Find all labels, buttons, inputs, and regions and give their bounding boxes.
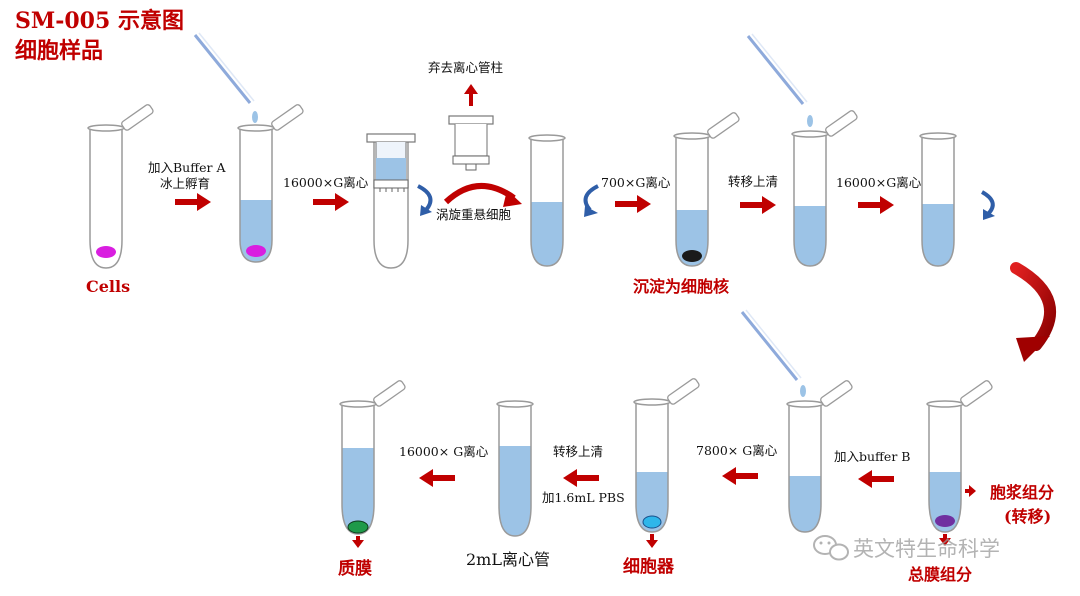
invert-arrow-2 [583,184,599,212]
organelle-pellet [642,515,662,529]
membrane-pellet [935,515,955,527]
vortex-curve-arrow [443,183,516,205]
tube-buffer-b [786,380,853,533]
arrow-step-6 [858,470,894,488]
arrow-up-discard [464,84,478,106]
drop-1 [252,111,258,123]
arrow-membrane-down [939,534,951,546]
step-spin-16000-second: 16000×G离心 [836,175,922,190]
title-line2: 细胞样品 [15,38,103,64]
arrow-step-2 [313,193,349,211]
label-plasma-membrane: 质膜 [338,558,372,579]
arrow-cytoplasm-out [965,485,976,497]
arrow-step-3 [615,195,651,213]
step-spin-700: 700×G离心 [601,175,671,190]
tube-nuclei [673,112,740,267]
arrow-step-4 [740,196,776,214]
arrow-step-8 [563,469,599,487]
tube-resuspended [528,134,566,267]
step-transfer-supernatant-1: 转移上清 [728,174,778,189]
title-line1: SM-005 示意图 [15,8,184,34]
arrow-step-1 [175,193,211,211]
invert-arrow-3 [980,190,995,216]
discarded-column [448,115,494,171]
tube-buffer-a [237,104,304,263]
drop-3 [800,385,806,397]
label-cytoplasm-fraction: 胞浆组分 [989,483,1054,502]
arrow-plasma-down [352,536,364,548]
label-total-membrane: 总膜组分 [908,565,972,584]
label-cytoplasm-transfer: (转移) [1004,507,1051,526]
tube-spin-column [366,133,416,269]
label-tube-2ml: 2mL离心管 [466,550,550,569]
drop-2 [807,115,813,127]
pipette-1 [193,31,256,105]
arrow-step-7 [722,467,758,485]
tube-cells [87,104,154,269]
step-vortex-resuspend: 涡旋重悬细胞 [436,207,512,222]
step-add-buffer-b: 加入buffer B [834,449,910,464]
step-spin-16000-first: 16000×G离心 [283,175,369,190]
step-discard-column: 弃去离心管柱 [428,60,503,75]
row-connector-arrow [1010,262,1057,351]
step-spin-7800: 7800× G离心 [696,443,778,458]
nuclei-pellet [682,250,702,262]
arrow-step-9 [419,469,455,487]
label-organelles: 细胞器 [623,556,675,577]
tube-spun [919,132,957,267]
step-transfer-supernatant-2: 转移上清 [553,444,603,459]
watermark-text: 英文特生命科学 [853,537,1000,561]
tube-organelles [633,378,700,533]
step-add-buffer-a-line2: 冰上孵育 [160,176,210,191]
plasma-membrane-pellet [347,520,369,534]
tube-supernatant [791,110,858,267]
tube-total-membrane [926,380,993,533]
pipette-3 [740,308,803,382]
pipette-2 [746,32,809,106]
tube-2ml [496,400,534,537]
cells-pellet [96,246,116,258]
label-cells: Cells [86,277,130,296]
step-add-buffer-a-line1: 加入Buffer A [148,160,226,175]
arrow-organelles-down [646,534,658,548]
tube-plasma-membrane [339,380,406,535]
watermark: 英文特生命科学 [813,535,1000,561]
arrow-step-5 [858,196,894,214]
step-add-pbs: 加1.6mL PBS [542,490,625,505]
step-spin-16000-third: 16000× G离心 [399,444,489,459]
invert-arrow-1 [417,184,433,212]
wechat-icon [813,535,849,561]
label-nuclei-pellet: 沉淀为细胞核 [633,277,729,296]
